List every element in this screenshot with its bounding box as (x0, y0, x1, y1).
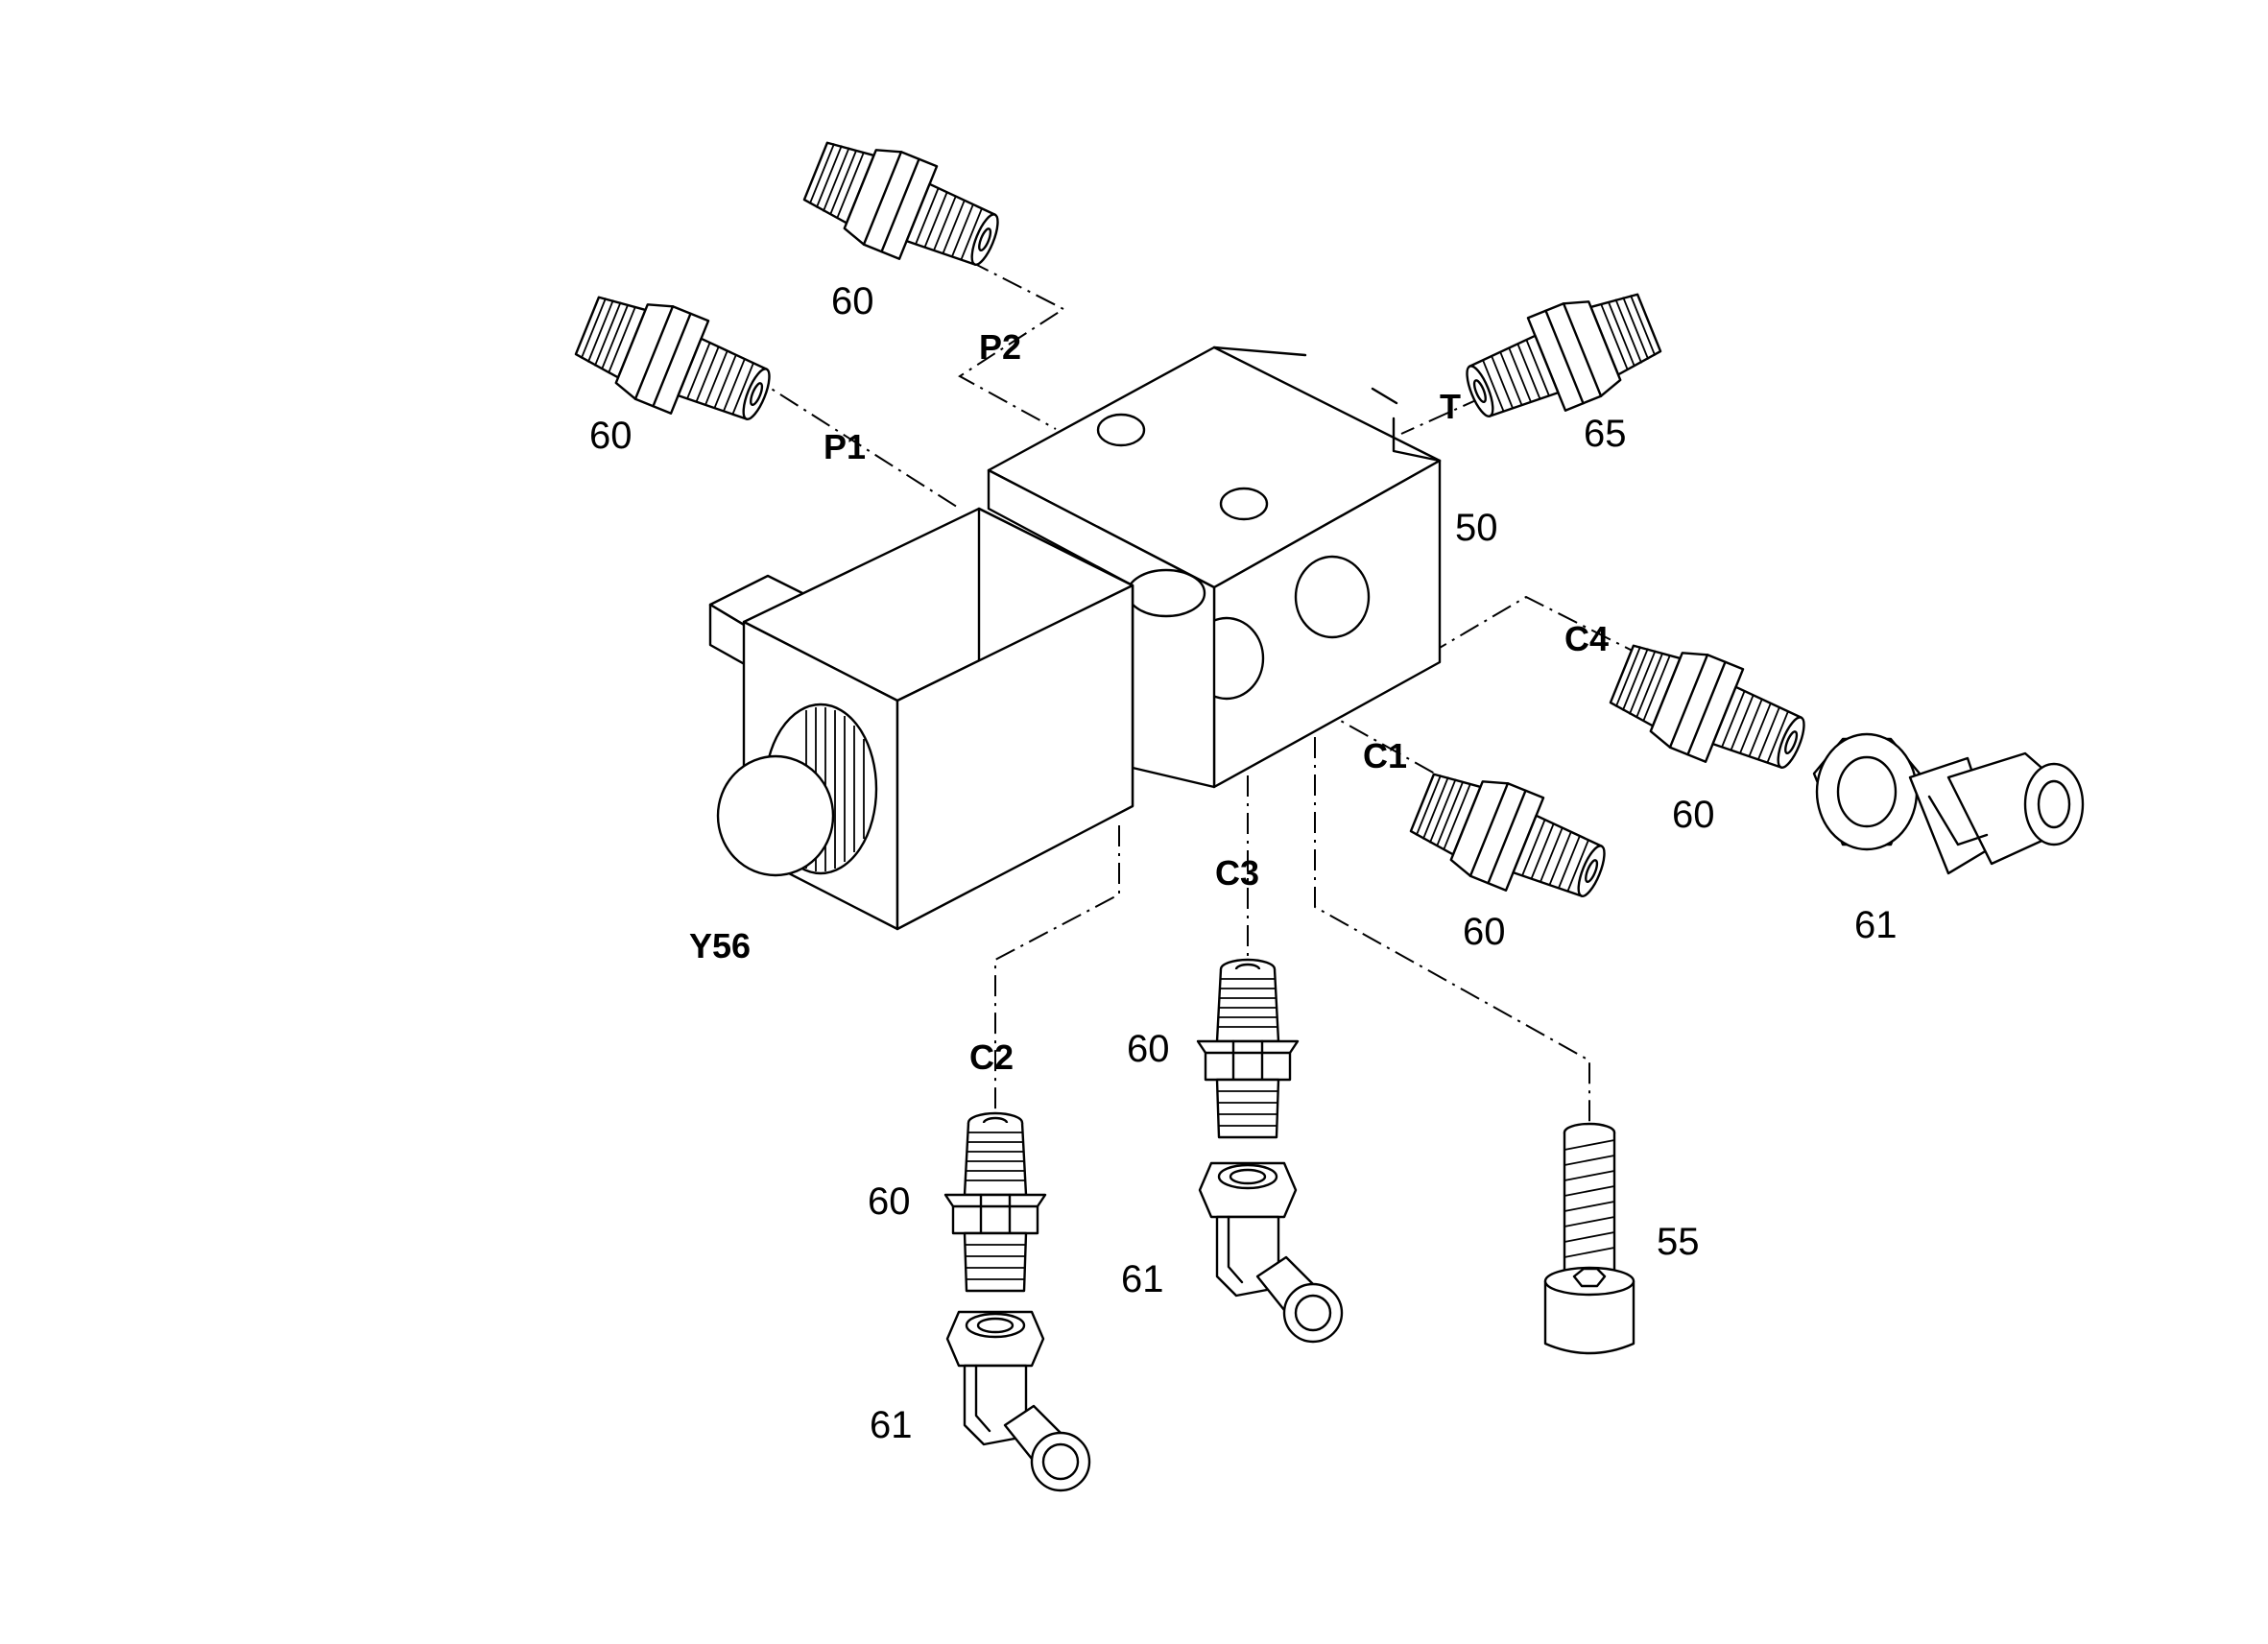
label-elbow-c2: 61 (870, 1404, 913, 1446)
port-label-c2: C2 (969, 1037, 1014, 1077)
line-p2 (958, 260, 1065, 430)
label-fitting-t: 65 (1584, 413, 1627, 455)
port-label-t: T (1440, 387, 1461, 426)
fitting-t (1451, 274, 1669, 442)
port-label-c1: C1 (1363, 736, 1407, 775)
label-bolt: 55 (1657, 1221, 1700, 1263)
port-label-c4: C4 (1564, 619, 1609, 658)
fitting-c4 (1602, 626, 1820, 794)
label-valve-body: 50 (1455, 507, 1498, 549)
fitting-p2 (796, 123, 1014, 291)
port-label-c3: C3 (1215, 853, 1259, 893)
elbow-c2 (945, 1310, 1091, 1492)
label-solenoid: Y56 (689, 926, 751, 965)
elbow-c3 (1198, 1161, 1344, 1344)
port-label-p2: P2 (979, 327, 1021, 367)
label-elbow-c3: 61 (1121, 1258, 1164, 1300)
fitting-c1 (1402, 754, 1620, 922)
port-label-p1: P1 (824, 427, 866, 466)
label-fitting-p2: 60 (831, 280, 874, 322)
label-fitting-p1: 60 (589, 415, 633, 457)
line-p1 (748, 373, 961, 510)
label-fitting-c2: 60 (868, 1180, 911, 1223)
label-elbow-c4: 61 (1854, 904, 1898, 946)
socket-head-bolt (1543, 1122, 1635, 1355)
part-number-labels: 60 60 65 50 60 61 60 60 61 60 61 55 Y56 (589, 280, 1898, 1446)
line-bolt (1314, 737, 1590, 1128)
solenoid-coil (708, 507, 1134, 931)
fitting-c3 (1196, 958, 1300, 1139)
elbow-c4 (1812, 732, 2085, 875)
fitting-c2 (943, 1111, 1047, 1293)
label-fitting-c4: 60 (1672, 794, 1715, 836)
label-fitting-c3: 60 (1127, 1028, 1170, 1070)
valve-body (987, 345, 1442, 789)
port-labels: P2 P1 T C4 C1 C3 C2 (824, 327, 1609, 1077)
label-fitting-c1: 60 (1463, 911, 1506, 953)
line-c2 (994, 825, 1120, 1123)
